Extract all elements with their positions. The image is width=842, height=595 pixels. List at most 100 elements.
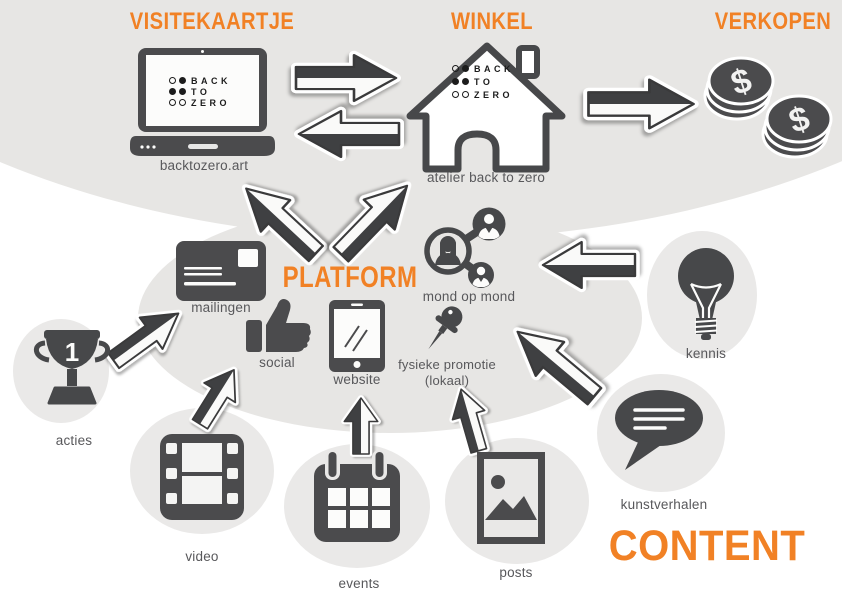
woman-silhouette (435, 236, 461, 265)
arrow-platform-to-winkel (329, 181, 412, 266)
laptop-dot (146, 145, 150, 149)
logo-dot-open (452, 65, 459, 72)
logo-row: TO (169, 86, 231, 97)
trophy-icon: 1 (34, 330, 110, 405)
bubble-text-lines (633, 408, 685, 430)
label-atelier-back-to-zero: atelier back to zero (426, 170, 546, 185)
logo-dot-open (169, 77, 176, 84)
stamp (238, 249, 258, 267)
label-video: video (185, 549, 219, 564)
house-icon (406, 42, 566, 173)
label-mond-op-mond: mond op mond (422, 289, 516, 304)
house-chimney (516, 45, 540, 79)
laptop-dot (140, 145, 144, 149)
logo-dot-open (452, 91, 459, 98)
image-mountains (485, 496, 537, 520)
pin-stem (438, 324, 448, 335)
logo-row: BACK (169, 76, 231, 86)
logo-dot-open (169, 99, 176, 106)
arrow-winkel-to-verkopen (583, 75, 699, 133)
title-content: CONTENT (608, 522, 806, 570)
arrow-visitekaartje-to-winkel (291, 50, 401, 106)
trophy-rim (44, 330, 100, 339)
laptop-icon (130, 48, 275, 156)
backtozero-logo-house: BACK TO ZERO (452, 63, 514, 100)
bulb-threads (694, 319, 718, 333)
arrow-acties-to-platform (104, 309, 183, 372)
label-lokaal: (lokaal) (424, 373, 470, 388)
bulb-filament (690, 282, 722, 318)
mailing-card-icon (176, 241, 266, 301)
image-icon (477, 452, 545, 544)
film-frame-1 (182, 443, 222, 472)
lightbulb-icon (678, 248, 734, 340)
logo-dot-filled (179, 77, 186, 84)
arrow-kennis-to-platform (538, 237, 640, 293)
coin-2: $ (761, 94, 833, 159)
logo-dot-filled (462, 78, 469, 85)
bubble-tail (625, 440, 661, 470)
arrow-events-to-platform (341, 395, 381, 457)
speech-bubble-icon (615, 390, 703, 470)
coins-icon: $ $ (703, 56, 833, 159)
tablet-icon (329, 300, 385, 372)
thumb-hand (266, 298, 311, 352)
logo-row: BACK (452, 63, 514, 74)
image-inner (484, 459, 538, 537)
calendar-icon (314, 450, 400, 542)
arrow-video-to-platform (189, 366, 239, 433)
logo-word: TO (191, 86, 211, 97)
logo-dot-filled (169, 88, 176, 95)
label-kunstverhalen: kunstverhalen (620, 497, 708, 512)
label-mailingen: mailingen (191, 300, 251, 315)
logo-word: BACK (474, 63, 514, 74)
calendar-ring (328, 452, 337, 477)
bulb-tip (701, 334, 711, 340)
film-icon (160, 434, 244, 520)
image-sun (491, 475, 505, 489)
bulb-glass (678, 248, 734, 304)
film-frame-2 (182, 476, 222, 504)
logo-dot-filled (462, 65, 469, 72)
tablet-speaker (351, 303, 363, 306)
pin-needle (428, 331, 443, 350)
trophy-bowl (46, 339, 98, 369)
screen-glare (344, 325, 368, 352)
trophy-rank-number: 1 (65, 337, 79, 367)
title-visitekaartje: VISITEKAARTJE (129, 8, 295, 35)
pin-flange (435, 315, 458, 334)
title-platform: PLATFORM (282, 261, 418, 294)
calendar-ring (375, 452, 384, 477)
backtozero-logo-laptop: BACK TO ZERO (169, 76, 231, 108)
logo-row: TO (452, 76, 514, 87)
thumb-cuff (246, 320, 262, 352)
arrow-kunstverhalen-to-platform (513, 327, 606, 409)
laptop-trackpad (188, 144, 218, 149)
thumbs-up-icon (246, 298, 311, 352)
logo-dot-filled (452, 78, 459, 85)
tablet-screen (334, 309, 380, 358)
man-silhouette-1 (478, 214, 500, 239)
trophy-handle-left (34, 340, 50, 363)
logo-row: ZERO (452, 90, 514, 100)
coin-1: $ (703, 56, 775, 121)
logo-word: TO (474, 76, 494, 87)
trophy-base (47, 386, 97, 405)
arrow-winkel-to-visitekaartje (294, 106, 404, 162)
label-social: social (259, 355, 295, 370)
arrow-platform-to-visitekaartje (241, 184, 328, 266)
label-events: events (338, 576, 380, 591)
pin-shine (448, 309, 453, 315)
logo-dot-open (462, 91, 469, 98)
label-website: website (333, 372, 381, 387)
label-kennis: kennis (685, 346, 727, 361)
logo-dot-open (179, 99, 186, 106)
title-verkopen: VERKOPEN (714, 8, 832, 35)
logo-dot-filled (179, 88, 186, 95)
logo-row: ZERO (169, 98, 231, 108)
home-button (353, 361, 361, 368)
title-winkel: WINKEL (450, 8, 534, 35)
trophy-handle-right (94, 340, 110, 363)
